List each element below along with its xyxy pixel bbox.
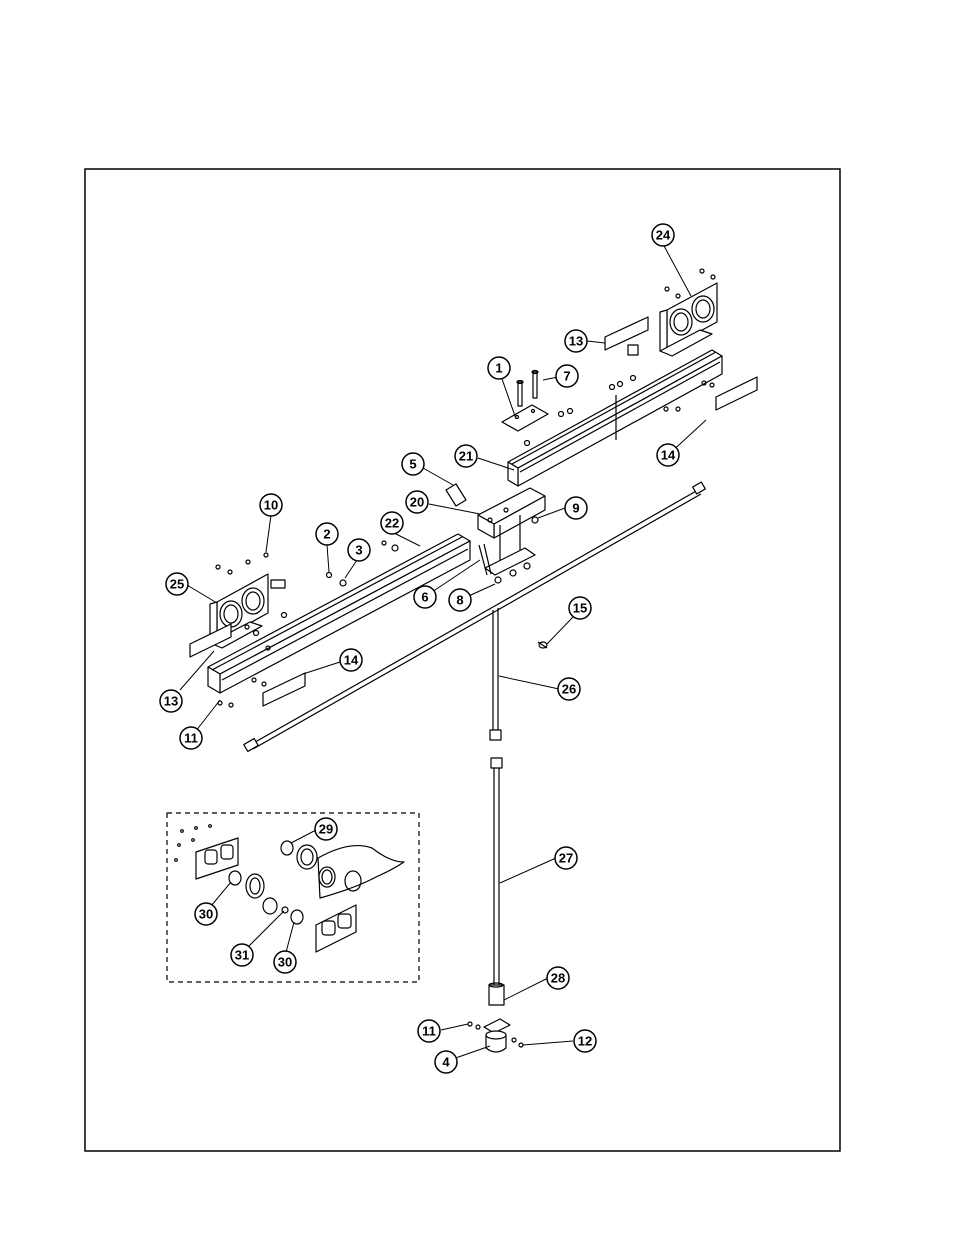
label-7: 7 — [563, 369, 570, 384]
label-13-left: 13 — [164, 694, 178, 709]
label-9: 9 — [572, 501, 579, 516]
inset-lamp-housing-front — [316, 905, 356, 952]
label-27: 27 — [559, 851, 573, 866]
label-20: 20 — [410, 495, 424, 510]
label-11-left: 11 — [184, 731, 198, 746]
plug-28 — [489, 983, 504, 1005]
label-1: 1 — [495, 361, 502, 376]
label-15: 15 — [573, 601, 587, 616]
label-10: 10 — [264, 498, 278, 513]
label-28: 28 — [551, 971, 565, 986]
label-30-left: 30 — [199, 907, 213, 922]
nut-8 — [495, 577, 501, 583]
diagram-frame — [85, 169, 840, 1151]
terminal-15 — [538, 642, 547, 648]
label-8: 8 — [456, 593, 463, 608]
label-31: 31 — [235, 948, 249, 963]
label-21: 21 — [459, 449, 473, 464]
label-4: 4 — [442, 1055, 450, 1070]
label-30-right: 30 — [278, 955, 292, 970]
inset-lamp-cutaway — [318, 846, 404, 898]
part-drawings — [167, 269, 757, 1052]
bolt-7 — [532, 371, 538, 399]
label-11-bottom: 11 — [422, 1024, 436, 1039]
inset-lens-30b — [291, 910, 303, 924]
label-14-left: 14 — [344, 653, 359, 668]
decal-14-left — [263, 673, 305, 706]
inset-bezel-31 — [246, 874, 288, 914]
label-2: 2 — [323, 527, 330, 542]
inset-lamp-housing-back — [175, 825, 238, 879]
decal-14-right — [716, 377, 757, 410]
label-5: 5 — [409, 457, 416, 472]
label-24: 24 — [656, 228, 671, 243]
label-6: 6 — [421, 590, 428, 605]
nut-9 — [532, 517, 538, 523]
nut-8c — [524, 563, 530, 569]
right-lamp-housing — [660, 283, 717, 356]
label-26: 26 — [562, 682, 576, 697]
label-25: 25 — [170, 577, 184, 592]
decal-13-right — [605, 317, 648, 350]
mounting-plate — [502, 405, 548, 431]
label-13-right: 13 — [569, 334, 583, 349]
label-12: 12 — [578, 1034, 592, 1049]
spacer-5 — [446, 484, 466, 506]
label-29: 29 — [319, 822, 333, 837]
label-22: 22 — [385, 516, 399, 531]
label-14-right: 14 — [661, 448, 676, 463]
extension-cable — [491, 758, 502, 985]
label-3: 3 — [355, 543, 362, 558]
nut-8b — [510, 570, 516, 576]
inset-bezel-top — [297, 845, 317, 869]
socket-4 — [468, 1019, 523, 1052]
bolt-1 — [517, 381, 523, 407]
